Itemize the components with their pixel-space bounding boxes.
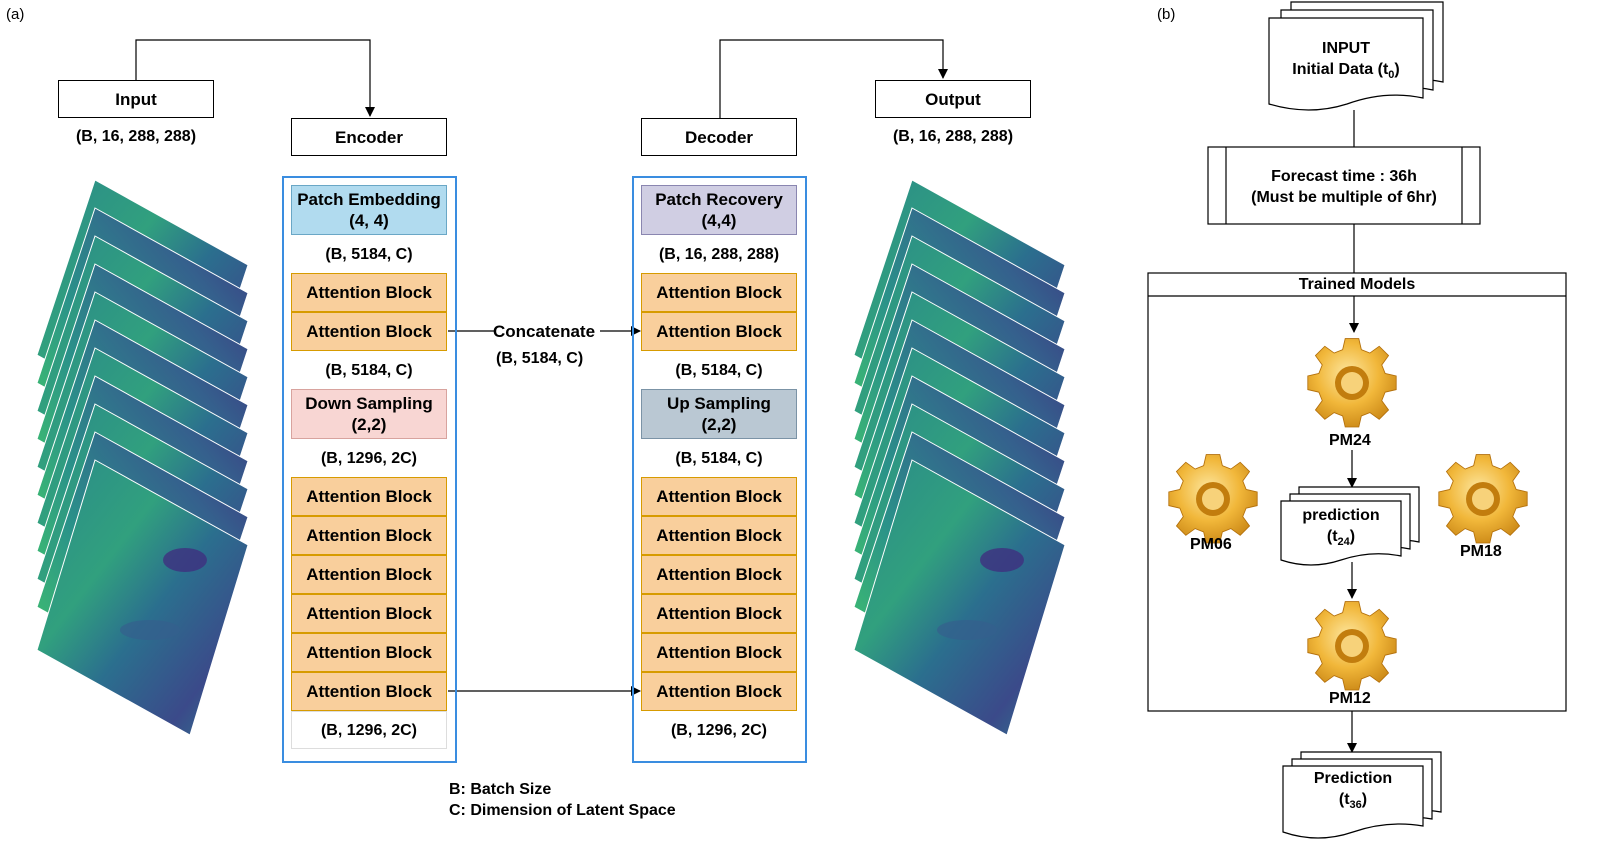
panel-label-a: (a) [6, 6, 25, 23]
input-label: Input [115, 89, 157, 109]
up-sampling-sub: (2,2) [701, 415, 737, 434]
trained-models-title: Trained Models [1298, 276, 1416, 293]
up-sampling-block: Up Sampling (2,2) [641, 389, 797, 439]
decoder-attention-block: Attention Block [641, 516, 797, 555]
encoder-box: Encoder [291, 118, 447, 156]
encoder-attention-block: Attention Block [291, 477, 447, 516]
decoder-label: Decoder [684, 127, 754, 147]
encoder-dim-3: (B, 1296, 2C) [291, 439, 447, 477]
decoder-attention-block: Attention Block [641, 633, 797, 672]
model-pm06-label: PM06 [1190, 536, 1232, 553]
encoder-attention-block: Attention Block [291, 672, 447, 711]
output-dims: (B, 16, 288, 288) [892, 128, 1014, 145]
forecast-box: Forecast time : 36h (Must be multiple of… [1226, 166, 1462, 208]
decoder-attention-block: Attention Block [641, 477, 797, 516]
prediction-out-title: Prediction [1313, 770, 1393, 787]
encoder-attention-block: Attention Block [291, 594, 447, 633]
encoder-dim-2: (B, 5184, C) [291, 351, 447, 389]
prediction-mid-title: prediction [1302, 507, 1380, 524]
encoder-label: Encoder [334, 127, 404, 147]
model-pm24-label: PM24 [1329, 432, 1371, 449]
gear-icon [1307, 601, 1397, 691]
decoder-attention-block: Attention Block [641, 312, 797, 351]
input-doc-subtitle: Initial Data (t0) [1292, 61, 1400, 82]
prediction-out-label: Prediction (t36) [1283, 768, 1423, 816]
patch-embedding-title: Patch Embedding [297, 190, 441, 209]
prediction-out-time: (t36) [1338, 791, 1368, 812]
encoder-attention-block: Attention Block [291, 555, 447, 594]
encoder-attention-block: Attention Block [291, 312, 447, 351]
decoder-box: Decoder [641, 118, 797, 156]
decoder-dim-2: (B, 5184, C) [641, 351, 797, 389]
decoder-attention-block: Attention Block [641, 594, 797, 633]
patch-recovery-title: Patch Recovery [655, 190, 783, 209]
input-box: Input [58, 80, 214, 118]
down-sampling-sub: (2,2) [351, 415, 387, 434]
down-sampling-title: Down Sampling [305, 394, 433, 413]
output-box: Output [875, 80, 1031, 118]
concatenate-label: Concatenate [493, 322, 596, 341]
encoder-attention-block: Attention Block [291, 516, 447, 555]
legend: B: Batch Size C: Dimension of Latent Spa… [449, 779, 676, 821]
panel-label-b: (b) [1157, 6, 1176, 23]
input-doc-title: INPUT [1322, 40, 1370, 57]
concatenate-dims: (B, 5184, C) [496, 350, 584, 367]
input-doc-label: INPUT Initial Data (t0) [1269, 38, 1423, 86]
decoder-attention-block: Attention Block [641, 672, 797, 711]
input-dims: (B, 16, 288, 288) [75, 128, 197, 145]
legend-batch-size: B: Batch Size [449, 781, 552, 798]
decoder-dim-1: (B, 16, 288, 288) [641, 235, 797, 273]
prediction-mid-label: prediction (t24) [1281, 505, 1401, 553]
gear-icon [1168, 454, 1258, 544]
encoder-dim-1: (B, 5184, C) [291, 235, 447, 273]
encoder-dim-4: (B, 1296, 2C) [291, 711, 447, 749]
patch-embedding-block: Patch Embedding (4, 4) [291, 185, 447, 235]
forecast-note: (Must be multiple of 6hr) [1251, 189, 1437, 206]
decoder-stack [632, 176, 807, 763]
encoder-stack [282, 176, 457, 763]
up-sampling-title: Up Sampling [667, 394, 771, 413]
decoder-dim-4: (B, 1296, 2C) [641, 711, 797, 749]
patch-recovery-sub: (4,4) [701, 211, 737, 230]
model-pm12-label: PM12 [1329, 690, 1371, 707]
gear-icon [1438, 454, 1528, 544]
gear-icon [1307, 338, 1397, 428]
decoder-dim-3: (B, 5184, C) [641, 439, 797, 477]
model-pm18-label: PM18 [1460, 543, 1502, 560]
patch-embedding-sub: (4, 4) [349, 211, 389, 230]
decoder-attention-block: Attention Block [641, 555, 797, 594]
prediction-mid-time: (t24) [1326, 528, 1356, 549]
down-sampling-block: Down Sampling (2,2) [291, 389, 447, 439]
encoder-attention-block: Attention Block [291, 633, 447, 672]
legend-latent-dim: C: Dimension of Latent Space [449, 802, 676, 819]
encoder-attention-block: Attention Block [291, 273, 447, 312]
output-label: Output [925, 89, 981, 109]
decoder-attention-block: Attention Block [641, 273, 797, 312]
patch-recovery-block: Patch Recovery (4,4) [641, 185, 797, 235]
forecast-time: Forecast time : 36h [1271, 168, 1417, 185]
